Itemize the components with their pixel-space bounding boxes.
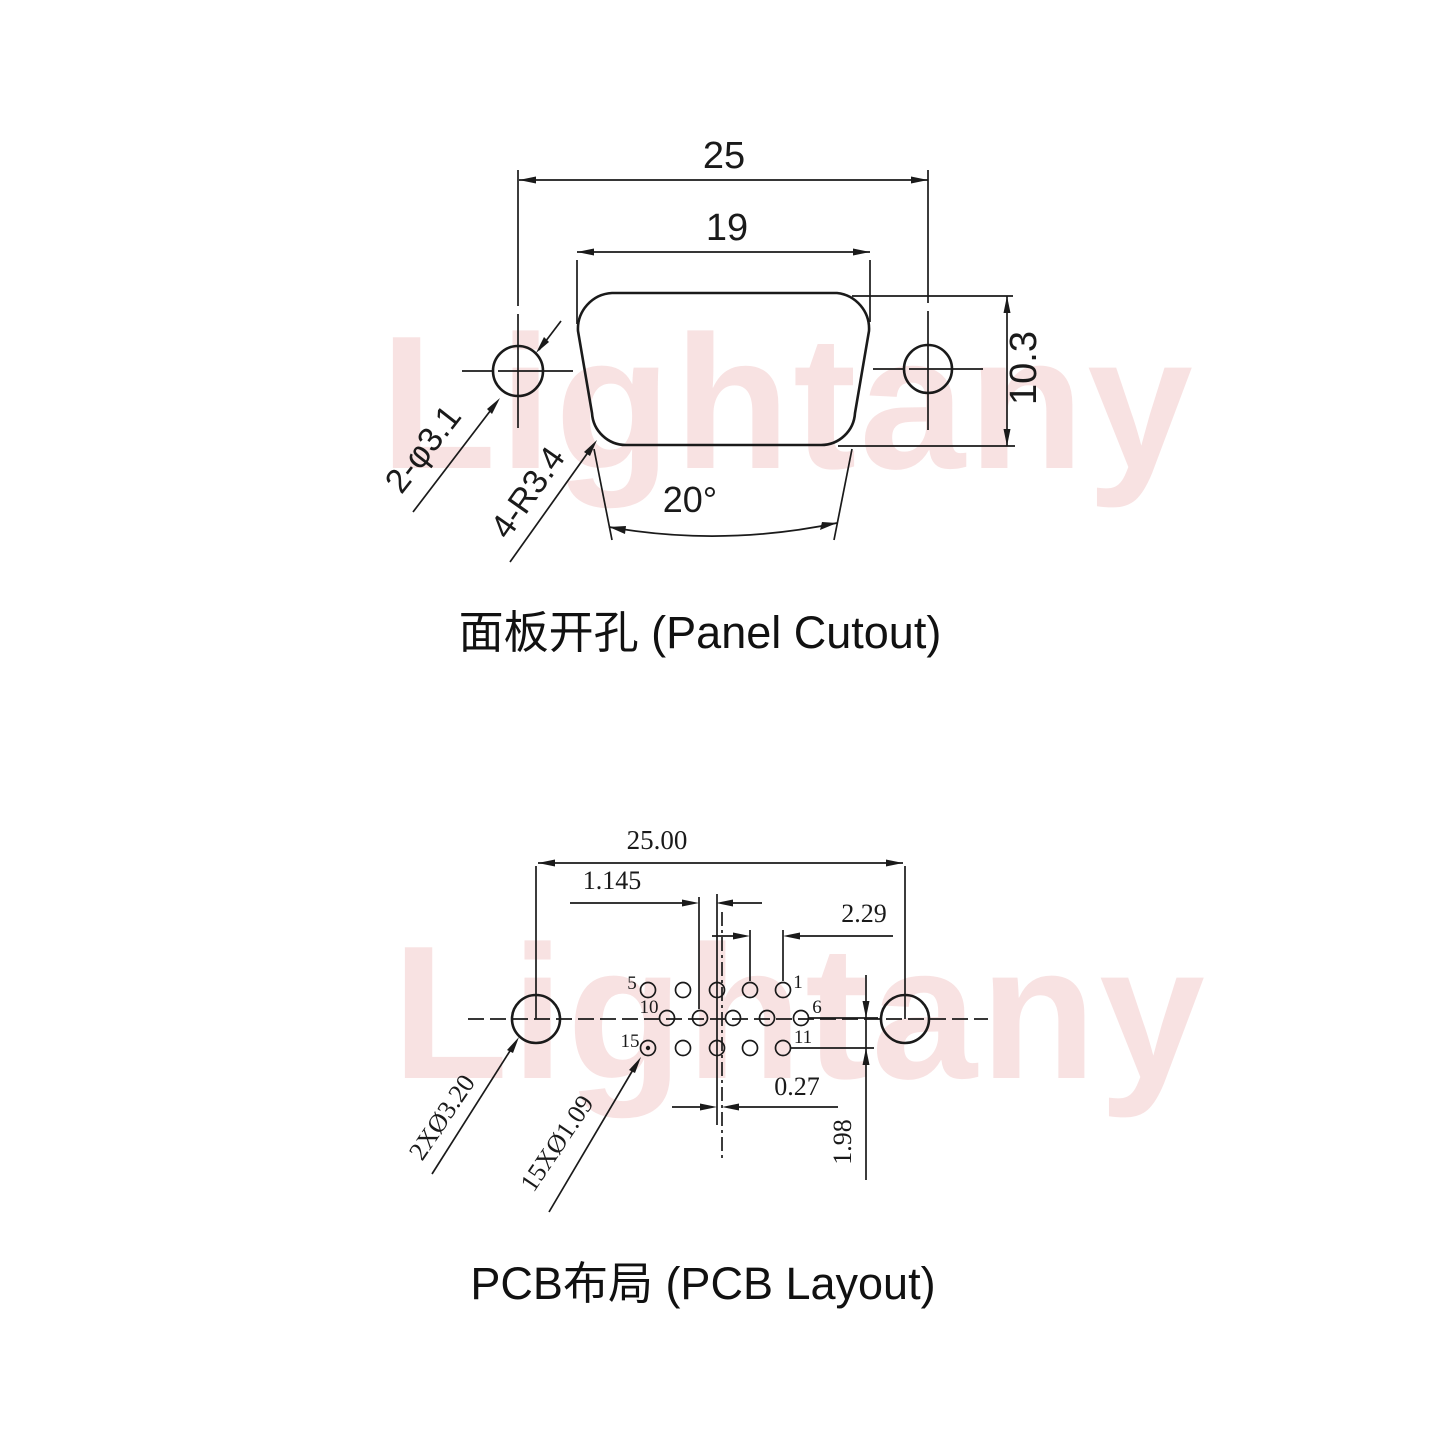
pin-label-15: 15 <box>621 1031 640 1052</box>
dim-height-label: 10.3 <box>1003 331 1045 405</box>
dim-angle: 20° <box>593 448 853 541</box>
watermark-top: Lightany <box>380 297 1196 509</box>
dim-inner-width-label: 19 <box>706 207 748 249</box>
dim-outer-width-label: 25 <box>703 135 745 177</box>
panel-cutout-title: 面板开孔 (Panel Cutout) <box>459 607 942 658</box>
dim-row-offset-label: 1.145 <box>583 866 642 895</box>
dim-row-offset: 1.145 <box>570 866 762 1125</box>
right-mount-hole <box>873 170 983 430</box>
dim-angle-label: 20° <box>663 479 717 520</box>
dim-row-spacing: 1.98 <box>791 975 878 1180</box>
dim-row-spacing-label: 1.98 <box>828 1119 857 1165</box>
pin-row-bottom <box>639 1039 792 1057</box>
dim-hole-span: 25.00 <box>538 825 903 867</box>
pin-row-middle <box>658 1009 810 1027</box>
pcb-right-mount-hole <box>879 866 931 1045</box>
pin-label-11: 11 <box>794 1027 812 1048</box>
pin-label-5: 5 <box>627 973 637 994</box>
dim-pin-pitch: 2.29 <box>712 899 893 981</box>
pin-label-10: 10 <box>640 997 659 1018</box>
pin-row-top <box>639 981 792 999</box>
pin-label-1: 1 <box>793 972 803 993</box>
pcb-left-mount-hole <box>510 866 562 1045</box>
dim-pin-pitch-label: 2.29 <box>841 899 887 928</box>
watermark-bottom: Lightany <box>392 907 1208 1119</box>
dim-outer-width: 25 <box>519 135 928 184</box>
dim-center-offset: 0.27 <box>672 1072 838 1111</box>
left-mount-hole <box>462 170 573 428</box>
dim-inner-width: 19 <box>576 207 871 324</box>
dim-hole-span-label: 25.00 <box>627 825 688 855</box>
pcb-layout-title: PCB布局 (PCB Layout) <box>470 1258 935 1309</box>
pin15-center-dot <box>645 1045 651 1051</box>
dim-center-offset-label: 0.27 <box>774 1072 820 1101</box>
dim-height: 10.3 <box>838 295 1045 447</box>
dsub-cutout-outline <box>576 291 871 447</box>
pin-label-6: 6 <box>812 997 822 1018</box>
